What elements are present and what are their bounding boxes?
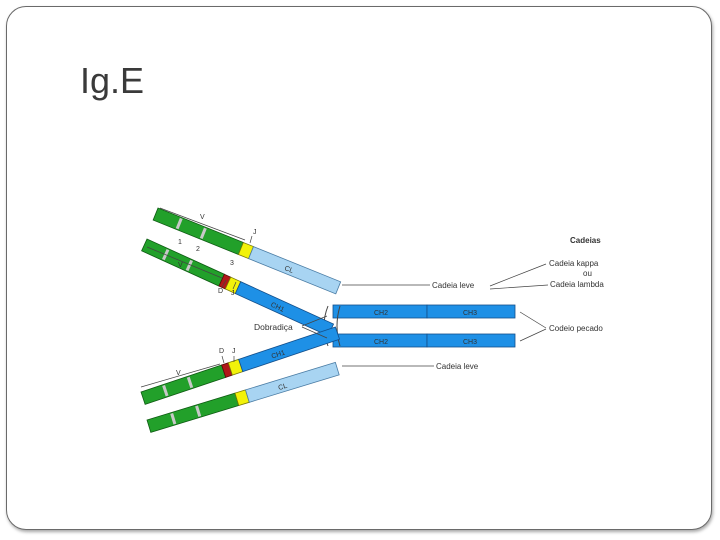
bottom-ch1-label: CH1	[271, 349, 287, 360]
pointer-hinge-a	[301, 315, 328, 327]
bottom-v-bracket	[140, 363, 221, 388]
fc-region: CH2 CH3 CH2 CH3	[323, 304, 516, 348]
bottom-cl-label: CL	[278, 383, 289, 392]
pointer-heavy-a	[519, 311, 547, 329]
ch3-bottom-segment	[426, 333, 516, 348]
bottom-heavy-arm: CH1	[140, 326, 341, 405]
v-gap-mark	[186, 376, 194, 389]
bottom-j-label: J	[232, 348, 236, 355]
pointer-lambda	[489, 284, 549, 290]
side-labels: Cadeia leve Cadeia leve Dobradiça Codeio…	[254, 281, 603, 371]
num-2-label: 2	[196, 246, 200, 253]
ch3-top-segment	[426, 304, 516, 319]
legend-or: ou	[583, 269, 592, 278]
ch3-top-label: CH3	[463, 310, 477, 317]
top-heavy-v-label: V	[178, 262, 183, 269]
pointer-lines	[301, 263, 549, 367]
top-j-arrow	[249, 235, 253, 244]
slide-title: Ig.E	[80, 60, 145, 101]
legend-kappa: Cadeia kappa	[549, 259, 599, 268]
bottom-segment-annotations: D J V	[140, 348, 236, 388]
v-gap-mark	[199, 227, 207, 239]
top-heavy-v-bracket	[146, 246, 223, 279]
bottom-light-chain: CL	[146, 361, 340, 433]
hinge-curve-right	[336, 305, 341, 347]
slide-frame	[6, 6, 712, 530]
legend-heading: Cadeias	[570, 236, 601, 245]
num-3-label: 3	[230, 260, 234, 267]
top-v-bracket	[159, 207, 246, 241]
ch2-top-label: CH2	[374, 310, 388, 317]
v-gap-mark	[185, 259, 193, 272]
ch2-bottom-label: CH2	[374, 339, 388, 346]
pointer-hinge-b	[301, 326, 328, 339]
pointer-kappa	[489, 263, 547, 287]
bottom-d-arrow	[221, 355, 225, 364]
v-gap-mark	[195, 405, 202, 417]
top-d-label: D	[218, 288, 223, 295]
heavy-chain-label: Codeio pecado	[549, 324, 603, 333]
light-chain-top-label: Cadeia leve	[432, 281, 475, 290]
legend: Cadeias Cadeia kappa ou Cadeia lambda	[549, 236, 604, 289]
top-light-cl-segment	[248, 246, 342, 295]
hinge-label: Dobradiça	[254, 322, 293, 332]
bottom-light-cl-segment	[244, 361, 340, 403]
top-light-chain: CL	[152, 207, 342, 295]
num-1-label: 1	[178, 239, 182, 246]
bottom-v-label: V	[176, 370, 181, 377]
v-gap-mark	[170, 413, 177, 425]
top-segment-annotations: V J V 1 2 3 D J	[146, 207, 257, 297]
ch3-bottom-label: CH3	[463, 339, 477, 346]
legend-lambda: Cadeia lambda	[550, 280, 604, 289]
top-v-label: V	[200, 214, 205, 221]
top-heavy-v-domain	[141, 238, 225, 287]
top-d-arrow	[221, 279, 227, 288]
top-j-label: J	[253, 229, 257, 236]
bottom-heavy-v-domain	[140, 364, 227, 405]
v-gap-mark	[162, 385, 169, 397]
top-j2-label: J	[231, 290, 235, 297]
top-j2-arrow	[232, 281, 237, 290]
bottom-d-label: D	[219, 348, 224, 355]
pointer-heavy-b	[519, 328, 547, 342]
v-gap-mark	[175, 217, 183, 230]
light-chain-bottom-label: Cadeia leve	[436, 362, 479, 371]
top-heavy-arm: CH1	[141, 238, 335, 337]
bottom-heavy-ch1-segment	[238, 326, 341, 373]
top-cl-label: CL	[283, 265, 294, 275]
